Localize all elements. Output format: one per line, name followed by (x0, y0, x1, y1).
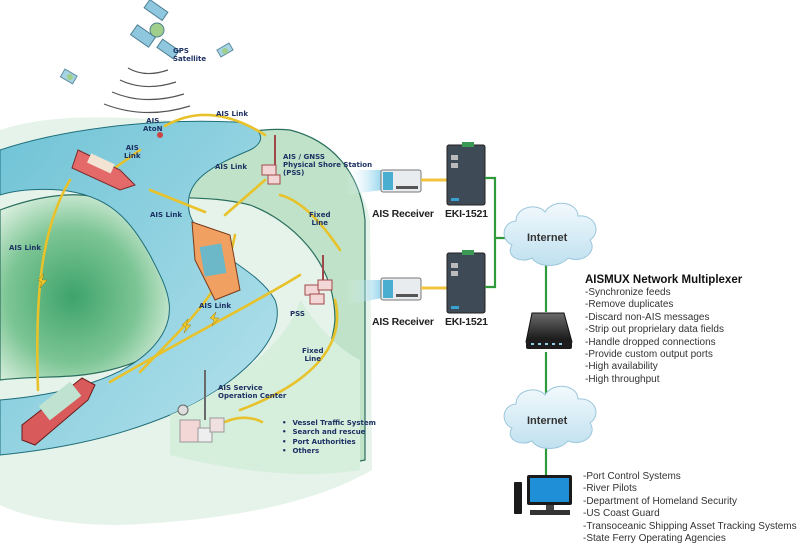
internet-bottom-label: Internet (527, 415, 568, 427)
aismux-feature: -Strip out proprielary data fields (585, 324, 724, 336)
fixed-line-line: Line (311, 219, 329, 227)
consumer-item: -Department of Homeland Security (583, 495, 737, 507)
cargo-ship-icon (191, 221, 241, 301)
gps-satellite-icon (129, 0, 180, 60)
ais-aton-label: AIS AtoN (143, 117, 162, 133)
aismux-feature-list: AISMUX Network Multiplexer -Synchronize … (585, 273, 742, 386)
pss-label-line: Physical Shore Station (283, 161, 373, 169)
service-user-item: Search and rescue (282, 428, 376, 437)
satellite-small-icon (216, 42, 234, 58)
pss-label-line: AIS / GNSS (283, 153, 325, 161)
container-ship-icon (21, 377, 96, 446)
aismux-device-icon (525, 312, 573, 349)
aton-label-line: AtoN (143, 125, 163, 133)
service-center-label: AIS Service Operation Center (218, 384, 286, 400)
consumer-item: -State Ferry Operating Agencies (583, 533, 726, 545)
signal-beam (345, 170, 382, 195)
aismux-title: AISMUX Network Multiplexer (585, 274, 743, 286)
ais-link-label: AIS Link (124, 144, 141, 160)
internet-top-label: Internet (527, 232, 568, 244)
pss-label-line: (PSS) (283, 169, 305, 177)
aismux-feature: -Provide custom output ports (585, 349, 713, 361)
satellite-small-icon (59, 68, 78, 85)
pss-station-label: AIS / GNSS Physical Shore Station (PSS) (283, 153, 372, 177)
aismux-feature: -Synchronize feeds (585, 287, 671, 298)
aismux-feature: -High availability (585, 361, 658, 373)
aismux-feature: -Remove duplicates (585, 299, 674, 311)
ais-link-label: AIS Link (199, 302, 231, 310)
ais-link-line: AIS (125, 144, 139, 152)
ais-receiver-top-icon (380, 169, 422, 193)
signal-beam (345, 280, 382, 305)
aton-buoy-icon (157, 132, 163, 138)
ais-link-label: AIS Link (216, 110, 248, 118)
ais-receiver-top-label: AIS Receiver (372, 208, 434, 220)
eki-1521-bottom-icon (446, 250, 486, 314)
gps-satellite-label: GPS Satellite (173, 47, 206, 63)
consumer-list: -Port Control Systems -River Pilots -Dep… (583, 471, 797, 545)
eki-1521-top-icon (446, 142, 486, 206)
gps-label-line: GPS (173, 47, 189, 55)
consumer-item: -Port Control Systems (583, 471, 681, 482)
ais-receiver-bottom-label: AIS Receiver (372, 316, 434, 328)
lightning-icon (37, 273, 220, 334)
consumer-item: -Transoceanic Shipping Asset Tracking Sy… (583, 520, 797, 532)
fixed-line-line: Line (304, 355, 322, 363)
aismux-feature: -Handle dropped connections (585, 336, 716, 348)
pss-tower-icon (261, 135, 281, 185)
pss-label: PSS (290, 310, 305, 318)
service-label-line: AIS Service (218, 384, 263, 392)
aismux-feature: -Discard non-AIS messages (585, 311, 710, 323)
eki-1521-top-label: EKI-1521 (445, 208, 488, 220)
aton-label-line: AIS (146, 117, 160, 125)
consumer-item: -US Coast Guard (583, 508, 660, 520)
service-user-item: Others (282, 447, 376, 456)
pss-tower-icon (304, 255, 333, 305)
fixed-line-label: Fixed Line (309, 211, 330, 227)
service-center-icon (177, 370, 225, 443)
ais-links (35, 113, 342, 424)
aismux-feature: -High throughput (585, 373, 660, 385)
cruise-ship-icon (71, 149, 136, 191)
eki-1521-bottom-label: EKI-1521 (445, 316, 488, 328)
ais-link-line: Link (124, 152, 141, 160)
satellite-label-line: Satellite (173, 55, 207, 63)
consumer-item: -River Pilots (583, 483, 637, 495)
ais-link-label: AIS Link (150, 211, 182, 219)
fixed-line-line: Fixed (309, 211, 331, 219)
fixed-line-label: Fixed Line (302, 347, 323, 363)
service-label-line: Operation Center (218, 392, 287, 400)
fixed-line-line: Fixed (302, 347, 324, 355)
internet-cloud-top-icon (503, 202, 597, 266)
service-users-list: Vessel Traffic System Search and rescue … (282, 419, 376, 456)
computer-workstation-icon (514, 475, 572, 515)
signal-waves-icon (103, 67, 191, 114)
service-user-item: Port Authorities (282, 438, 376, 447)
internet-cloud-bottom-icon (503, 385, 597, 449)
ais-receiver-bottom-icon (380, 277, 422, 301)
ais-link-label: AIS Link (9, 244, 41, 252)
service-user-item: Vessel Traffic System (282, 419, 375, 428)
ais-link-label: AIS Link (215, 163, 247, 171)
